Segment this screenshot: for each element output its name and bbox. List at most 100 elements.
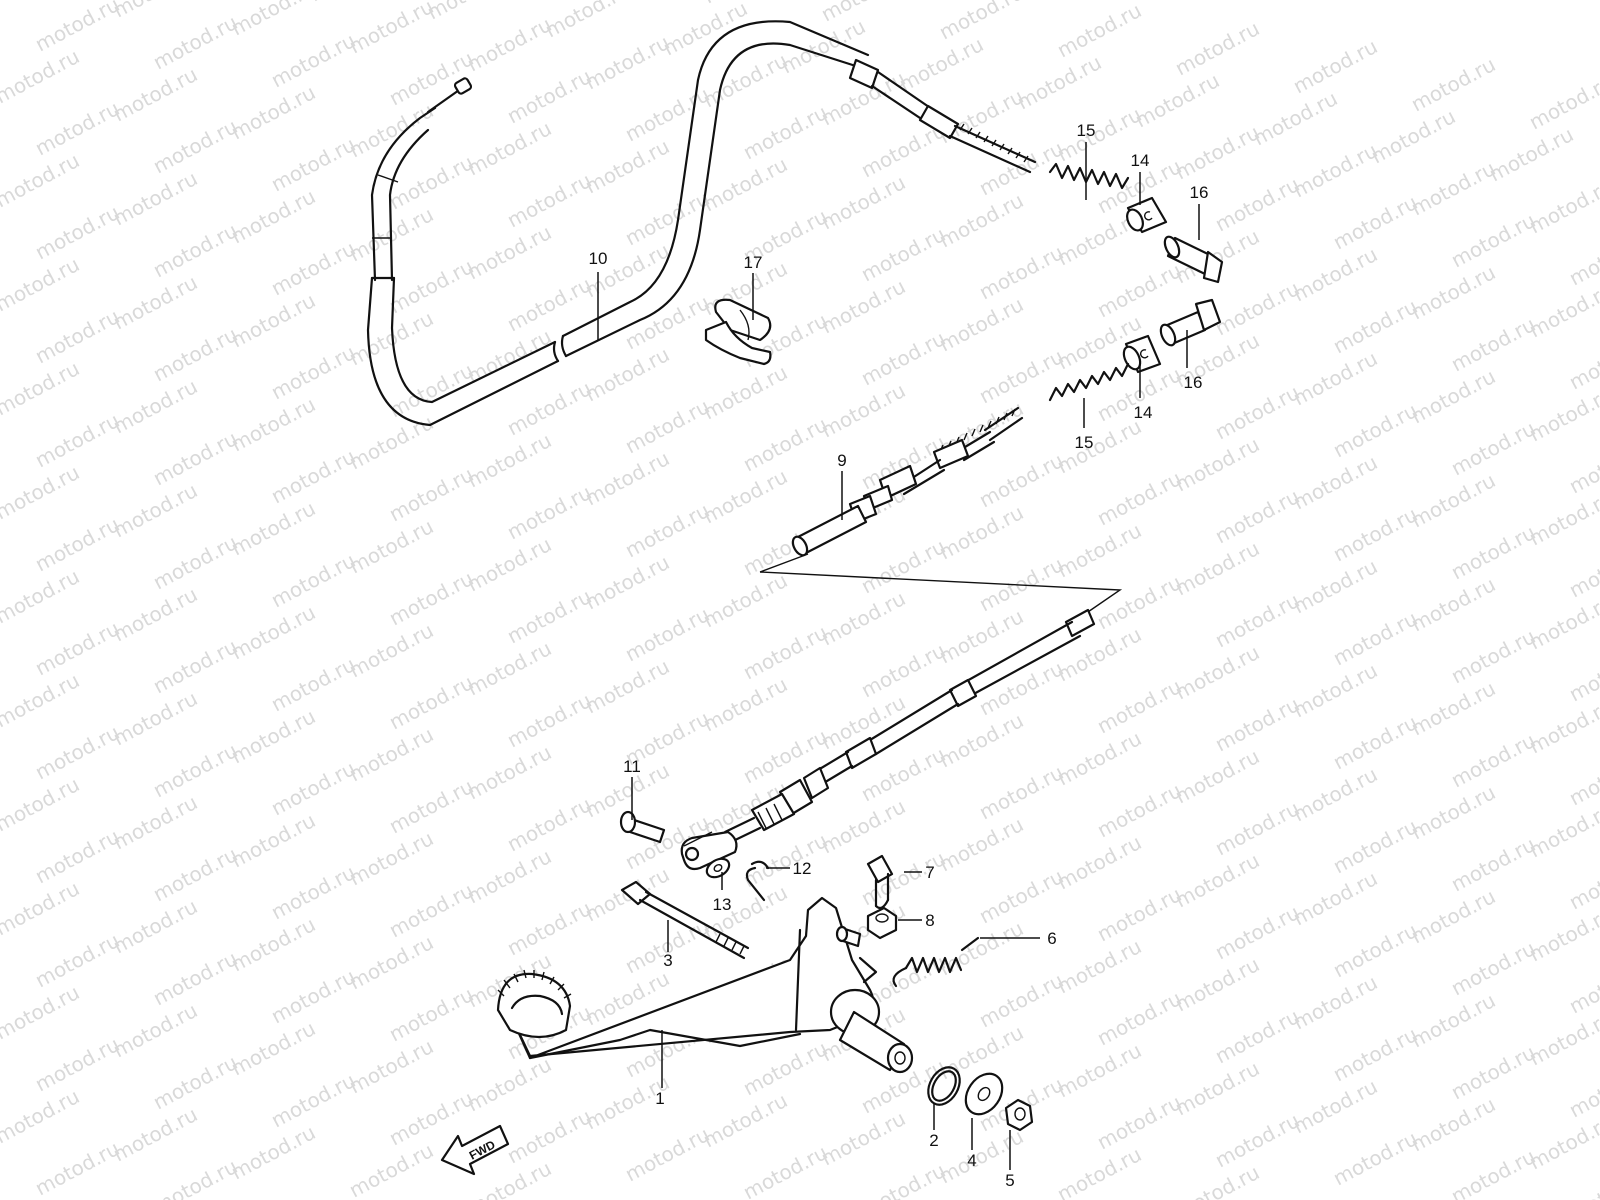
watermark-text: motod.ru [1093,1090,1185,1154]
watermark-text: motod.ru [739,1036,831,1100]
watermark-text: motod.ru [1329,1126,1421,1190]
watermark-text: motod.ru [463,1156,555,1200]
watermark-text: motod.ru [621,394,713,458]
watermark-text: motod.ru [31,1032,123,1096]
watermark-text: motod.ru [975,344,1067,408]
watermark-text: motod.ru [1407,52,1499,116]
callout-14-lower: 14 [1134,403,1153,422]
watermark-text: motod.ru [739,100,831,164]
watermark-text: motod.ru [267,964,359,1028]
watermark-text: motod.ru [423,0,515,24]
callout-4: 4 [967,1151,976,1170]
nut-5 [1004,1098,1034,1132]
watermark-text: motod.ru [621,186,713,250]
watermark-text: motod.ru [149,322,241,386]
watermark-text: motod.ru [345,1138,437,1200]
watermark-text: motod.ru [1093,570,1185,634]
watermark-text: motod.ru [1329,294,1421,358]
callout-6: 6 [1047,929,1056,948]
washer-13 [705,857,731,879]
watermark-text: motod.ru [1447,1144,1539,1200]
watermark-text: motod.ru [1447,728,1539,792]
watermark-text: motod.ru [1329,814,1421,878]
watermark-text: motod.ru [109,0,201,22]
watermark-text: motod.ru [267,860,359,924]
watermark-text: motod.ru [1211,484,1303,548]
callout-12: 12 [793,859,812,878]
watermark-text: motod.ru [857,534,949,598]
watermark-text: motod.ru [385,462,477,526]
watermark-text: motod.ru [739,1140,831,1200]
watermark-text: motod.ru [1565,954,1600,1018]
watermark-text: motod.ru [149,426,241,490]
watermark-text: motod.ru [1211,588,1303,652]
watermark-text: motod.ru [149,218,241,282]
watermark-text: motod.ru [857,326,949,390]
callout-13: 13 [713,895,732,914]
cotter-pin-12 [745,860,770,902]
callout-16-upper: 16 [1190,183,1209,202]
watermark-text: motod.ru [503,1104,595,1168]
callout-11: 11 [623,757,641,776]
watermark-text: motod.ru [149,946,241,1010]
watermark-text: motod.ru [385,254,477,318]
watermark-text: motod.ru [1211,692,1303,756]
watermark-text: motod.ru [935,0,1027,44]
callout-2: 2 [929,1131,938,1150]
callout-15-upper: 15 [1077,121,1096,140]
watermark-text: motod.ru [31,720,123,784]
watermark-text: motod.ru [149,1154,241,1200]
watermark-text: motod.ru [541,0,633,42]
watermark-text: motod.ru [1329,606,1421,670]
bolt-16-lower [1159,298,1222,347]
watermark-text: motod.ru [31,616,123,680]
brake-pedal-1 [496,896,914,1074]
watermark-text: motod.ru [621,82,713,146]
watermark-text: motod.ru [1171,16,1263,80]
watermark-text: motod.ru [385,150,477,214]
watermark-text: motod.ru [1329,1022,1421,1086]
watermark-text: motod.ru [1211,1108,1303,1172]
watermark-text: motod.ru [267,756,359,820]
watermark-text: motod.ru [1447,832,1539,896]
watermark-text: motod.ru [1447,312,1539,376]
watermark-text: motod.ru [975,552,1067,616]
watermark-text: motod.ru [1329,190,1421,254]
watermark-text: motod.ru [857,222,949,286]
watermark-text: motod.ru [739,412,831,476]
watermark-text: motod.ru [267,548,359,612]
nut-8 [866,906,898,940]
watermark-text: motod.ru [149,114,241,178]
watermark-text: motod.ru [1447,1040,1539,1104]
watermark-text: motod.ru [31,96,123,160]
watermark-text: motod.ru [621,1122,713,1186]
watermark-text: motod.ru [385,774,477,838]
watermark-text: motod.ru [31,200,123,264]
watermark-text: motod.ru [975,760,1067,824]
watermark-text: motod.ru [503,688,595,752]
spring-15-upper [1048,162,1130,190]
watermark-text: motod.ru [267,28,359,92]
watermark-text: motod.ru [31,824,123,888]
callouts: 10 17 15 14 16 16 14 15 9 11 12 13 7 8 6… [589,121,1209,1190]
watermark-text: motod.ru [1329,398,1421,462]
watermark-text: motod.ru [739,620,831,684]
watermark-text: motod.ru [385,566,477,630]
watermark-text: motod.ru [149,842,241,906]
watermark-text: motod.ru [975,968,1067,1032]
watermark-text: motod.ru [1093,466,1185,530]
washer-4 [964,1072,1004,1116]
bolt-16-upper [1163,235,1224,284]
watermark-text: motod.ru [1447,624,1539,688]
watermark-text: motod.ru [267,132,359,196]
watermark-text: motod.ru [975,656,1067,720]
watermark-text: motod.ru [1565,434,1600,498]
callout-10: 10 [589,249,608,268]
watermark-text: motod.ru [267,340,359,404]
watermark-text: motod.ru [817,0,909,26]
watermark-text: motod.ru [267,652,359,716]
watermark-text: motod.ru [31,304,123,368]
callout-14-upper: 14 [1131,151,1150,170]
bolt-7 [866,854,894,910]
